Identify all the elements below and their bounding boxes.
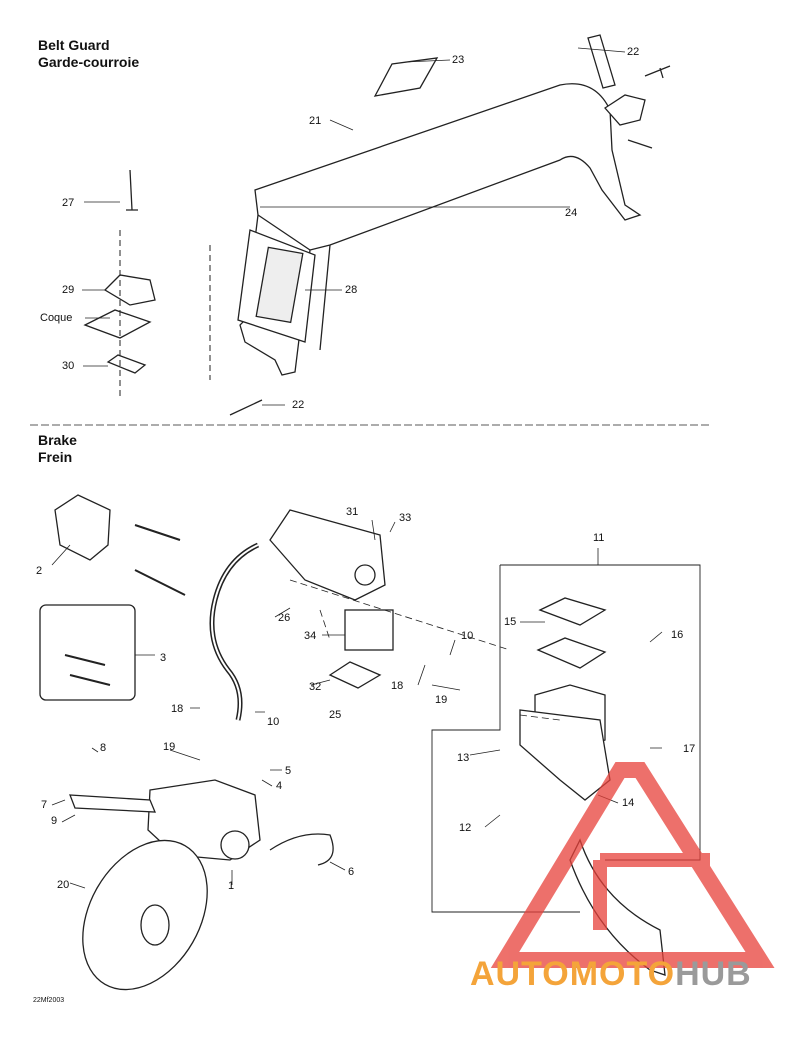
callout-8: 8 [100,742,107,754]
callout-30: 30 [62,360,75,372]
callout-13: 13 [457,752,470,764]
part-9-arm [69,794,156,813]
part-6-line [269,833,334,866]
watermark-text: AUTOMOTOHUB [470,955,752,994]
callout-14: 14 [622,797,635,809]
callout-34: 34 [304,630,317,642]
part-31-housing [269,509,386,601]
callout-7: 7 [41,799,48,811]
part-32-plate [328,661,382,689]
belt-guard-title-en: Belt Guard [38,37,110,53]
callout-3: 3 [160,652,167,664]
callout-26: 26 [278,612,291,624]
part-3-kit-box [39,604,136,701]
callout-2: 2 [36,565,43,577]
part-29-bracket [103,274,156,306]
callout-18-left: 18 [171,703,184,715]
belt-guard-heading: Belt Guard Garde-courroie [38,37,139,71]
callout-19-right: 19 [435,694,448,706]
callout-27: 27 [62,197,75,209]
callout-17: 17 [683,743,696,755]
watermark-part2: HUB [675,955,752,993]
callout-16: 16 [671,629,684,641]
fastener-22-bottom [229,399,263,416]
belt-guard-title-fr: Garde-courroie [38,54,140,70]
part-15-cap [538,597,607,626]
callout-11: 11 [593,532,605,544]
watermark-logo [490,762,775,968]
callout-18-right: 18 [391,680,404,692]
part-2-bracket [54,494,111,561]
callout-33: 33 [399,512,412,524]
part-27-rivet [126,169,138,211]
figure-code: 22Mf2003 [33,997,65,1004]
cylinder-body [519,709,611,801]
part-21-belt-guard [239,83,642,376]
bracket-upper [604,94,646,126]
callout-10-top: 10 [461,630,474,642]
brake-title-fr: Frein [38,449,73,465]
part-30-plate [106,354,147,374]
brake-heading: Brake Frein [38,432,77,466]
part-10-hose [209,542,260,721]
callout-22-top: 22 [627,46,640,58]
callout-coque: Coque [40,312,73,324]
callout-5: 5 [285,765,292,777]
callout-23: 23 [452,54,465,66]
callout-28: 28 [345,284,358,296]
callout-4: 4 [276,780,283,792]
callout-1: 1 [228,880,235,892]
callout-19-left: 19 [163,741,176,753]
callout-9: 9 [51,815,58,827]
watermark-part1: AUTOMOTO [470,955,676,993]
callout-22-bottom: 22 [292,399,305,411]
callout-31: 31 [346,506,359,518]
callout-20: 20 [57,879,70,891]
callout-29: 29 [62,284,75,296]
callout-10-left: 10 [267,716,280,728]
callout-6: 6 [348,866,355,878]
part-34-switch [344,609,394,651]
callout-21: 21 [309,115,322,127]
part-23-tag [373,57,439,97]
callout-24: 24 [565,207,578,219]
coque-panel [83,309,152,339]
brake-title-en: Brake [38,432,77,448]
fastener-22-top [644,65,671,79]
callout-15: 15 [504,616,517,628]
callout-32: 32 [309,681,322,693]
callout-25: 25 [329,709,342,721]
callout-12: 12 [459,822,472,834]
